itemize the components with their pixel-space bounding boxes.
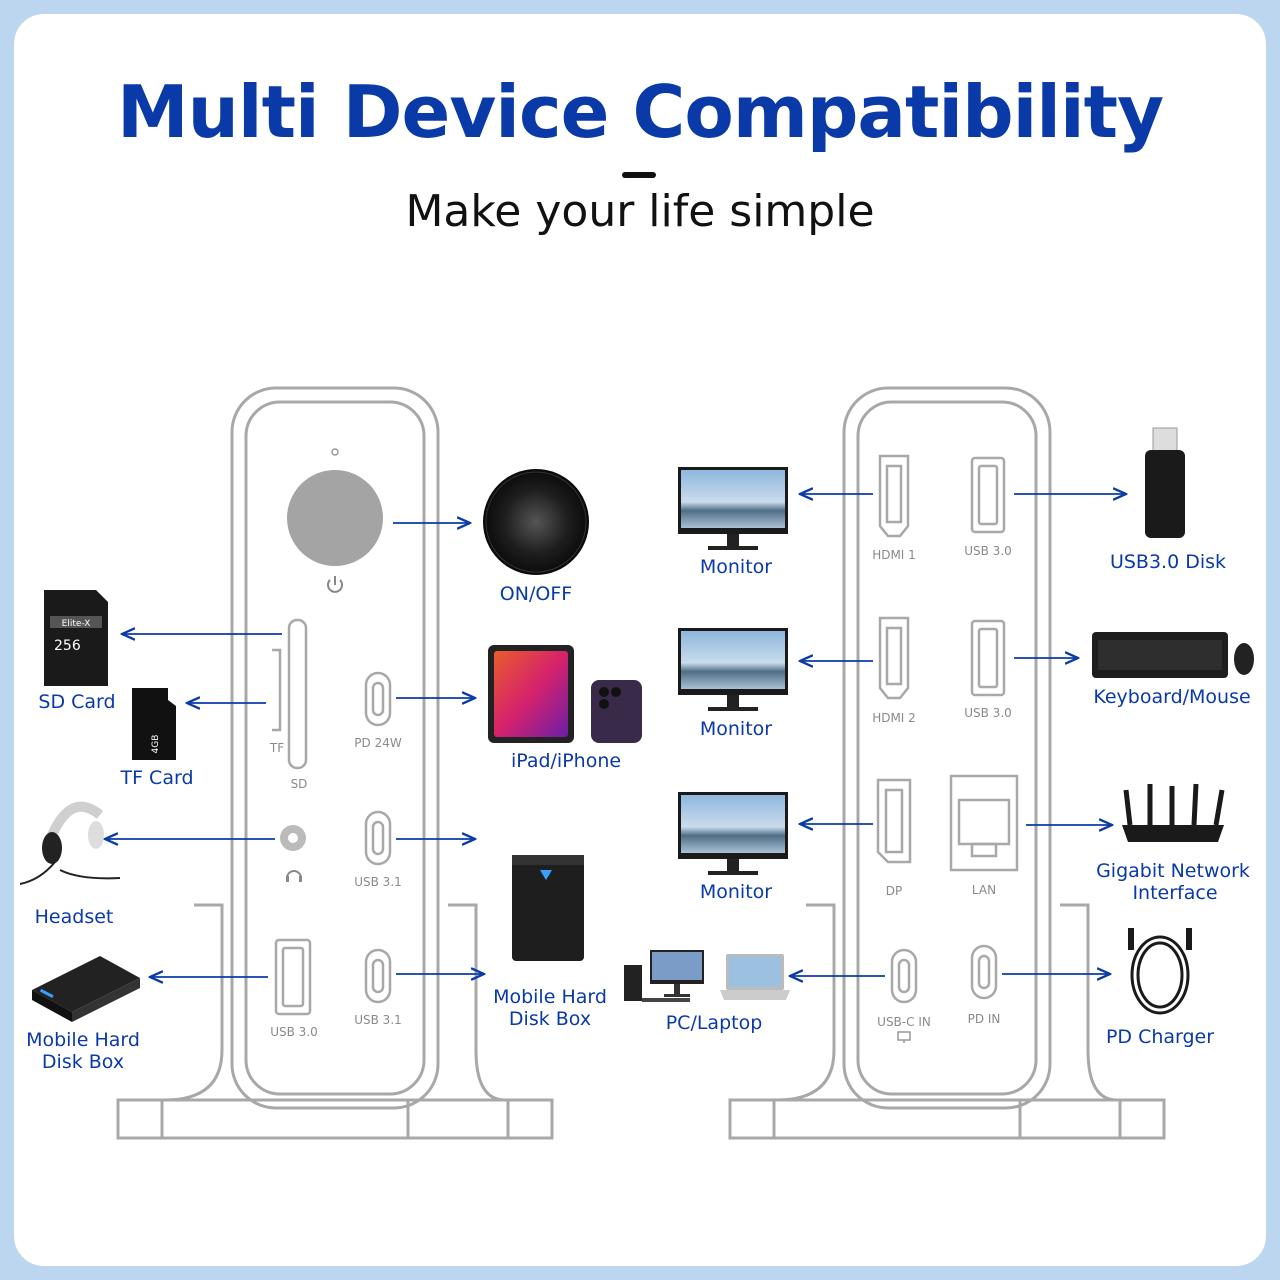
usb31-bottom-port (364, 948, 392, 1004)
mobile-hard-disk-left-image (32, 956, 140, 1022)
display-icon (897, 1031, 911, 1043)
pd-charger-label: PD Charger (1106, 1026, 1214, 1048)
network-label-1: Gigabit Network (1096, 860, 1250, 882)
tf-card-label: TF Card (119, 767, 193, 789)
hdmi1-port (878, 454, 910, 538)
pd-charger-image (1128, 928, 1192, 1015)
svg-text:4GB: 4GB (151, 735, 161, 754)
usb-disk-label: USB3.0 Disk (1110, 551, 1226, 573)
lan-port-label: LAN (972, 883, 996, 897)
usb30-mid-port-label: USB 3.0 (964, 706, 1012, 720)
headset-label: Headset (35, 906, 114, 928)
usb31-top-port (364, 810, 392, 866)
pd24w-port (364, 671, 392, 727)
svg-text:256: 256 (54, 638, 81, 654)
tf-card-image: 4GB (132, 688, 176, 760)
usb30-top-port (970, 456, 1006, 534)
pd-in-port (970, 944, 998, 1000)
ipad-iphone-label: iPad/iPhone (511, 750, 621, 772)
usbc-in-port-label: USB-C IN (877, 1015, 931, 1029)
on-off-label: ON/OFF (500, 583, 572, 605)
mobile-hard-disk-left-label-2: Disk Box (42, 1051, 124, 1073)
power-button[interactable] (287, 470, 383, 566)
hdmi2-port (878, 616, 910, 700)
dp-port (876, 778, 912, 864)
keyboard-mouse-label: Keyboard/Mouse (1093, 686, 1250, 708)
ipad-image (488, 645, 574, 743)
tf-port-label: TF (269, 741, 284, 755)
power-knob-image (483, 469, 589, 575)
sd-card-image: Elite-X 256 (44, 590, 108, 686)
usb31-bottom-port-label: USB 3.1 (354, 1013, 402, 1027)
pd-in-port-label: PD IN (968, 1012, 1001, 1026)
power-icon (327, 576, 343, 593)
monitor-3-label: Monitor (700, 881, 772, 903)
monitor-1-label: Monitor (700, 556, 772, 578)
network-label-2: Interface (1132, 882, 1217, 904)
mobile-hard-disk-right-image (512, 855, 584, 961)
mobile-hard-disk-left-label-1: Mobile Hard (26, 1029, 140, 1051)
usb-disk-image (1145, 427, 1185, 538)
hdmi1-port-label: HDMI 1 (872, 548, 916, 562)
headset-image (19, 801, 121, 885)
sd-card-label: SD Card (38, 691, 115, 713)
usbc-in-port (890, 948, 918, 1004)
sd-port-label: SD (291, 777, 308, 791)
monitor-3-image (678, 792, 788, 875)
pd24w-port-label: PD 24W (354, 736, 402, 750)
usb30-top-port-label: USB 3.0 (964, 544, 1012, 558)
led-indicator (331, 448, 339, 456)
dp-port-label: DP (886, 884, 902, 898)
title-divider (622, 172, 656, 178)
usb30-port (274, 938, 312, 1016)
usb30-mid-port (970, 619, 1006, 697)
monitor-2-image (678, 628, 788, 711)
mobile-hard-disk-right-label-2: Disk Box (509, 1008, 591, 1030)
monitor-2-label: Monitor (700, 718, 772, 740)
page-subtitle: Make your life simple (405, 186, 875, 237)
left-hub-device (116, 386, 554, 1140)
tf-slot (272, 648, 282, 732)
pc-laptop-label: PC/Laptop (666, 1012, 763, 1034)
keyboard-mouse-image (1092, 632, 1254, 678)
audio-jack (280, 825, 306, 851)
page-title: Multi Device Compatibility (116, 70, 1164, 154)
monitor-1-image (678, 467, 788, 550)
hdmi2-port-label: HDMI 2 (872, 711, 916, 725)
mobile-hard-disk-right-label-1: Mobile Hard (493, 986, 607, 1008)
usb31-top-port-label: USB 3.1 (354, 875, 402, 889)
usb30-port-label: USB 3.0 (270, 1025, 318, 1039)
headphone-icon (286, 870, 302, 882)
lan-port (949, 774, 1019, 872)
right-hub-device (728, 386, 1166, 1140)
iphone-image (591, 680, 642, 743)
pc-laptop-image (624, 950, 790, 1002)
svg-text:Elite-X: Elite-X (62, 619, 91, 629)
sd-slot (287, 618, 308, 770)
router-image (1122, 783, 1225, 842)
